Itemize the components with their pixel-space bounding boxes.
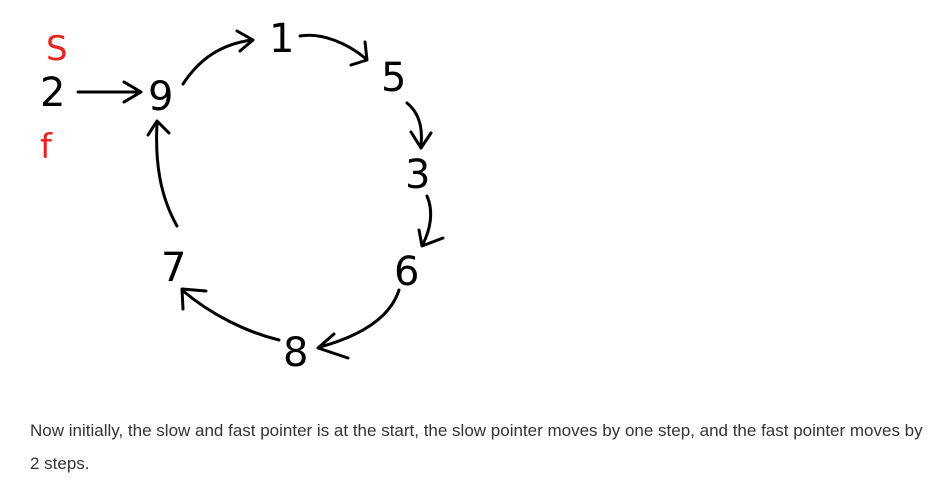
node-1: 1 xyxy=(269,16,294,62)
node-6: 6 xyxy=(394,249,419,295)
arrow-1-to-5 xyxy=(298,33,369,67)
node-8: 8 xyxy=(283,330,308,376)
arrow-2-to-9 xyxy=(76,80,143,104)
node-9: 9 xyxy=(148,74,173,120)
node-7: 7 xyxy=(161,245,186,291)
arrow-6-to-8 xyxy=(316,288,401,360)
arrow-3-to-6 xyxy=(417,194,445,248)
linked-list-cycle-diagram: S f 2 9 1 5 3 6 8 7 xyxy=(40,16,445,376)
node-3: 3 xyxy=(405,152,430,198)
fast-pointer-label: f xyxy=(40,127,53,167)
arrow-7-to-9 xyxy=(146,119,179,228)
node-5: 5 xyxy=(381,55,406,101)
caption-text: Now initially, the slow and fast pointer… xyxy=(30,421,923,473)
node-start: 2 xyxy=(40,70,65,116)
arrow-9-to-1 xyxy=(181,29,255,86)
slow-pointer-label: S xyxy=(46,29,68,69)
arrow-5-to-3 xyxy=(405,101,433,150)
arrow-8-to-7 xyxy=(180,287,281,342)
